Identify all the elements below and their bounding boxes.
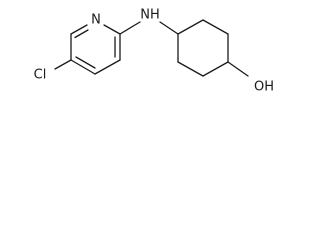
cyclohexane-ring bbox=[177, 19, 229, 77]
bond-cy1-cy2 bbox=[177, 19, 204, 35]
bond-cy2-cy3 bbox=[202, 19, 229, 35]
bond-cy4-cy5 bbox=[202, 61, 229, 77]
bond-c5-c4-inner bbox=[75, 56, 96, 69]
molecule-diagram: N NH Cl OH bbox=[34, 8, 274, 95]
bond-cy5-cy6 bbox=[177, 61, 204, 77]
atom-label-ring-nitrogen: N bbox=[91, 13, 101, 28]
bond-c2-nh bbox=[119, 21, 141, 35]
chemical-structure-canvas: N NH Cl OH bbox=[0, 0, 308, 107]
bond-n1-c6 bbox=[70, 24, 88, 35]
bond-c2-n1 bbox=[103, 24, 121, 35]
atom-label-chlorine: Cl bbox=[34, 68, 47, 83]
atom-label-amine-nh: NH bbox=[140, 8, 160, 23]
pyridine-ring bbox=[70, 24, 121, 75]
bond-c5-c4 bbox=[70, 59, 96, 75]
bond-nh-c1 bbox=[159, 21, 179, 35]
bond-cy4-oh bbox=[227, 61, 249, 77]
amine-linker bbox=[119, 21, 179, 35]
bond-c5-cl bbox=[54, 59, 72, 70]
bond-n1-c6-inner bbox=[74, 29, 89, 39]
bond-c4-c3 bbox=[94, 59, 121, 75]
atom-label-hydroxyl: OH bbox=[254, 80, 274, 95]
